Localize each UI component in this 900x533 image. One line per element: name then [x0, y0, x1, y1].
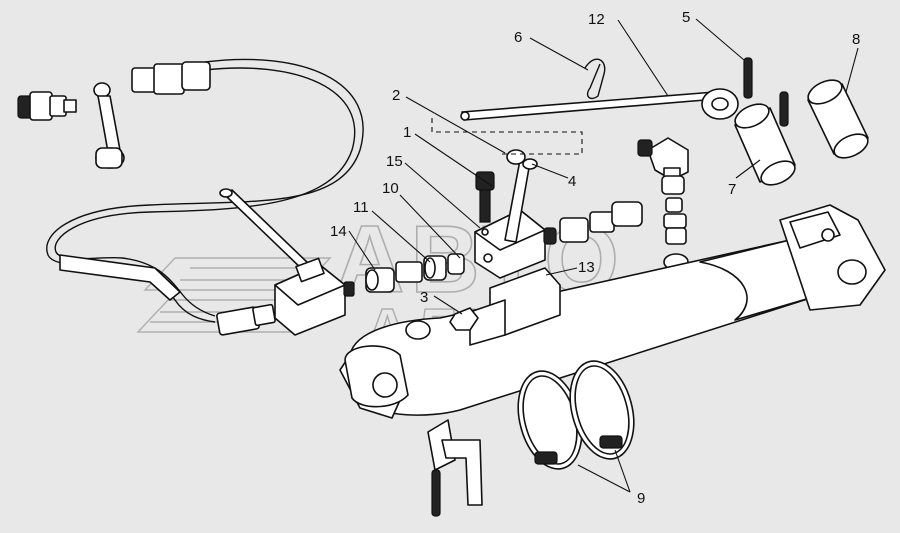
label-13: 13 [578, 259, 595, 276]
clevis-pin-7 [734, 103, 796, 186]
dust-cap-with-strap [93, 82, 125, 169]
control-valve-left [219, 188, 346, 336]
label-7: 7 [728, 181, 736, 198]
label-12: 12 [588, 11, 605, 28]
label-2: 2 [392, 87, 400, 104]
label-10: 10 [382, 180, 399, 197]
right-fittings [543, 201, 643, 245]
roll-pin-5 [743, 57, 789, 127]
bracket-outline-2 [431, 118, 583, 155]
label-15: 15 [386, 153, 403, 170]
label-3: 3 [420, 289, 428, 306]
hose-clamps-9 [517, 360, 635, 470]
hose-crimp-fitting [216, 303, 276, 336]
label-11: 11 [353, 199, 369, 216]
spring-pin-6 [584, 58, 606, 100]
label-6: 6 [514, 29, 522, 46]
bottom-pin [427, 419, 483, 517]
fitting-nut-14 [365, 267, 395, 293]
label-14: 14 [330, 223, 347, 240]
clevis-end [779, 204, 886, 311]
pin-8 [807, 79, 869, 159]
quick-coupler [17, 91, 77, 121]
hydraulic-hose [46, 58, 364, 323]
label-5: 5 [682, 9, 690, 26]
elbow-column-parts [661, 175, 689, 271]
hose-end-fitting [131, 61, 211, 95]
label-8: 8 [852, 31, 860, 48]
washer-left [405, 320, 431, 340]
label-9: 9 [637, 490, 645, 507]
label-1: 1 [403, 124, 411, 141]
rod-12 [460, 88, 739, 121]
leader-lines [348, 18, 859, 493]
bracket-13 [469, 267, 561, 346]
hose-sleeve [59, 254, 181, 301]
label-4: 4 [568, 173, 576, 190]
fitting-nipple-11 [395, 261, 423, 283]
callout-labels: 1 2 3 4 5 6 7 8 9 10 11 12 13 14 15 [330, 9, 860, 507]
valve-outlet-nipple [343, 281, 355, 297]
nut-3 [449, 307, 479, 331]
